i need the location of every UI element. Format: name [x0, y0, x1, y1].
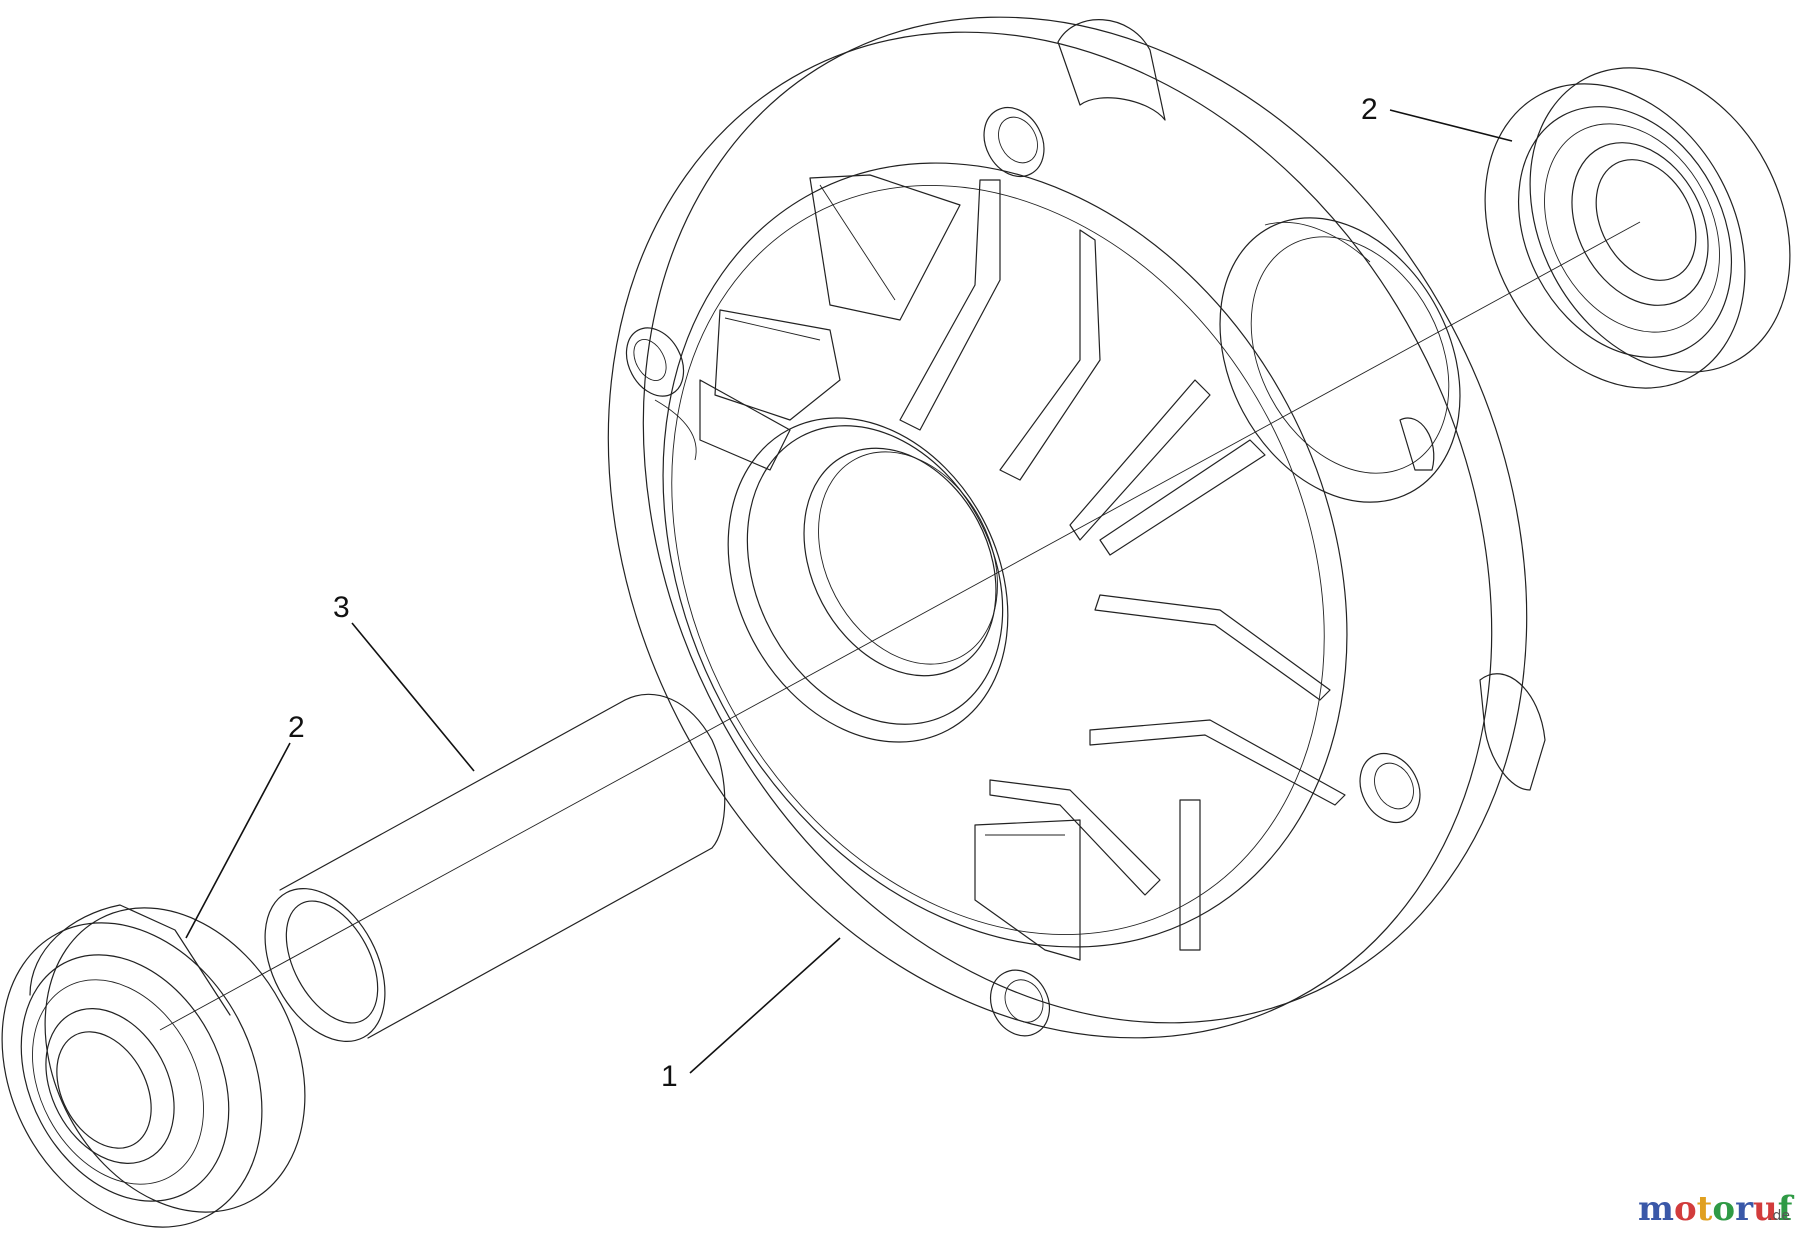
spindle-hub: [607, 16, 1546, 1039]
wm-letter: o: [1712, 1189, 1735, 1229]
wm-letter: m: [1638, 1189, 1674, 1229]
wm-letter: u: [1753, 1189, 1778, 1229]
callout-2-top: 2: [1361, 93, 1513, 142]
callout-label: 1: [661, 1060, 678, 1093]
callout-label: 2: [288, 711, 305, 744]
callout-1: 1: [661, 937, 841, 1093]
bolt-hole: [1359, 753, 1421, 823]
bearing-upper: [1484, 67, 1791, 389]
wm-letter: t: [1697, 1189, 1713, 1229]
bearing-lower: [1, 904, 306, 1228]
spacer-tube: [264, 693, 726, 1043]
callout-label: 3: [333, 591, 350, 624]
wm-letter: f: [1778, 1189, 1795, 1229]
wm-letter: o: [1674, 1189, 1697, 1229]
watermark-suffix: .de: [1768, 1208, 1790, 1224]
leader-line: [185, 742, 291, 939]
bolt-hole: [989, 969, 1051, 1037]
watermark-logo: motoruf .de: [1638, 1189, 1795, 1229]
leader-line: [689, 937, 841, 1074]
bolt-hole: [625, 327, 685, 397]
leader-line: [351, 622, 475, 772]
leader-line: [1389, 109, 1513, 142]
callout-2-bottom: 2: [185, 711, 305, 939]
bolt-hole: [983, 107, 1045, 177]
callout-3: 3: [333, 591, 475, 772]
callout-label: 2: [1361, 93, 1378, 126]
watermark-text: motoruf: [1638, 1189, 1795, 1229]
axis-line: [159, 221, 1641, 1031]
wm-letter: r: [1735, 1189, 1754, 1229]
